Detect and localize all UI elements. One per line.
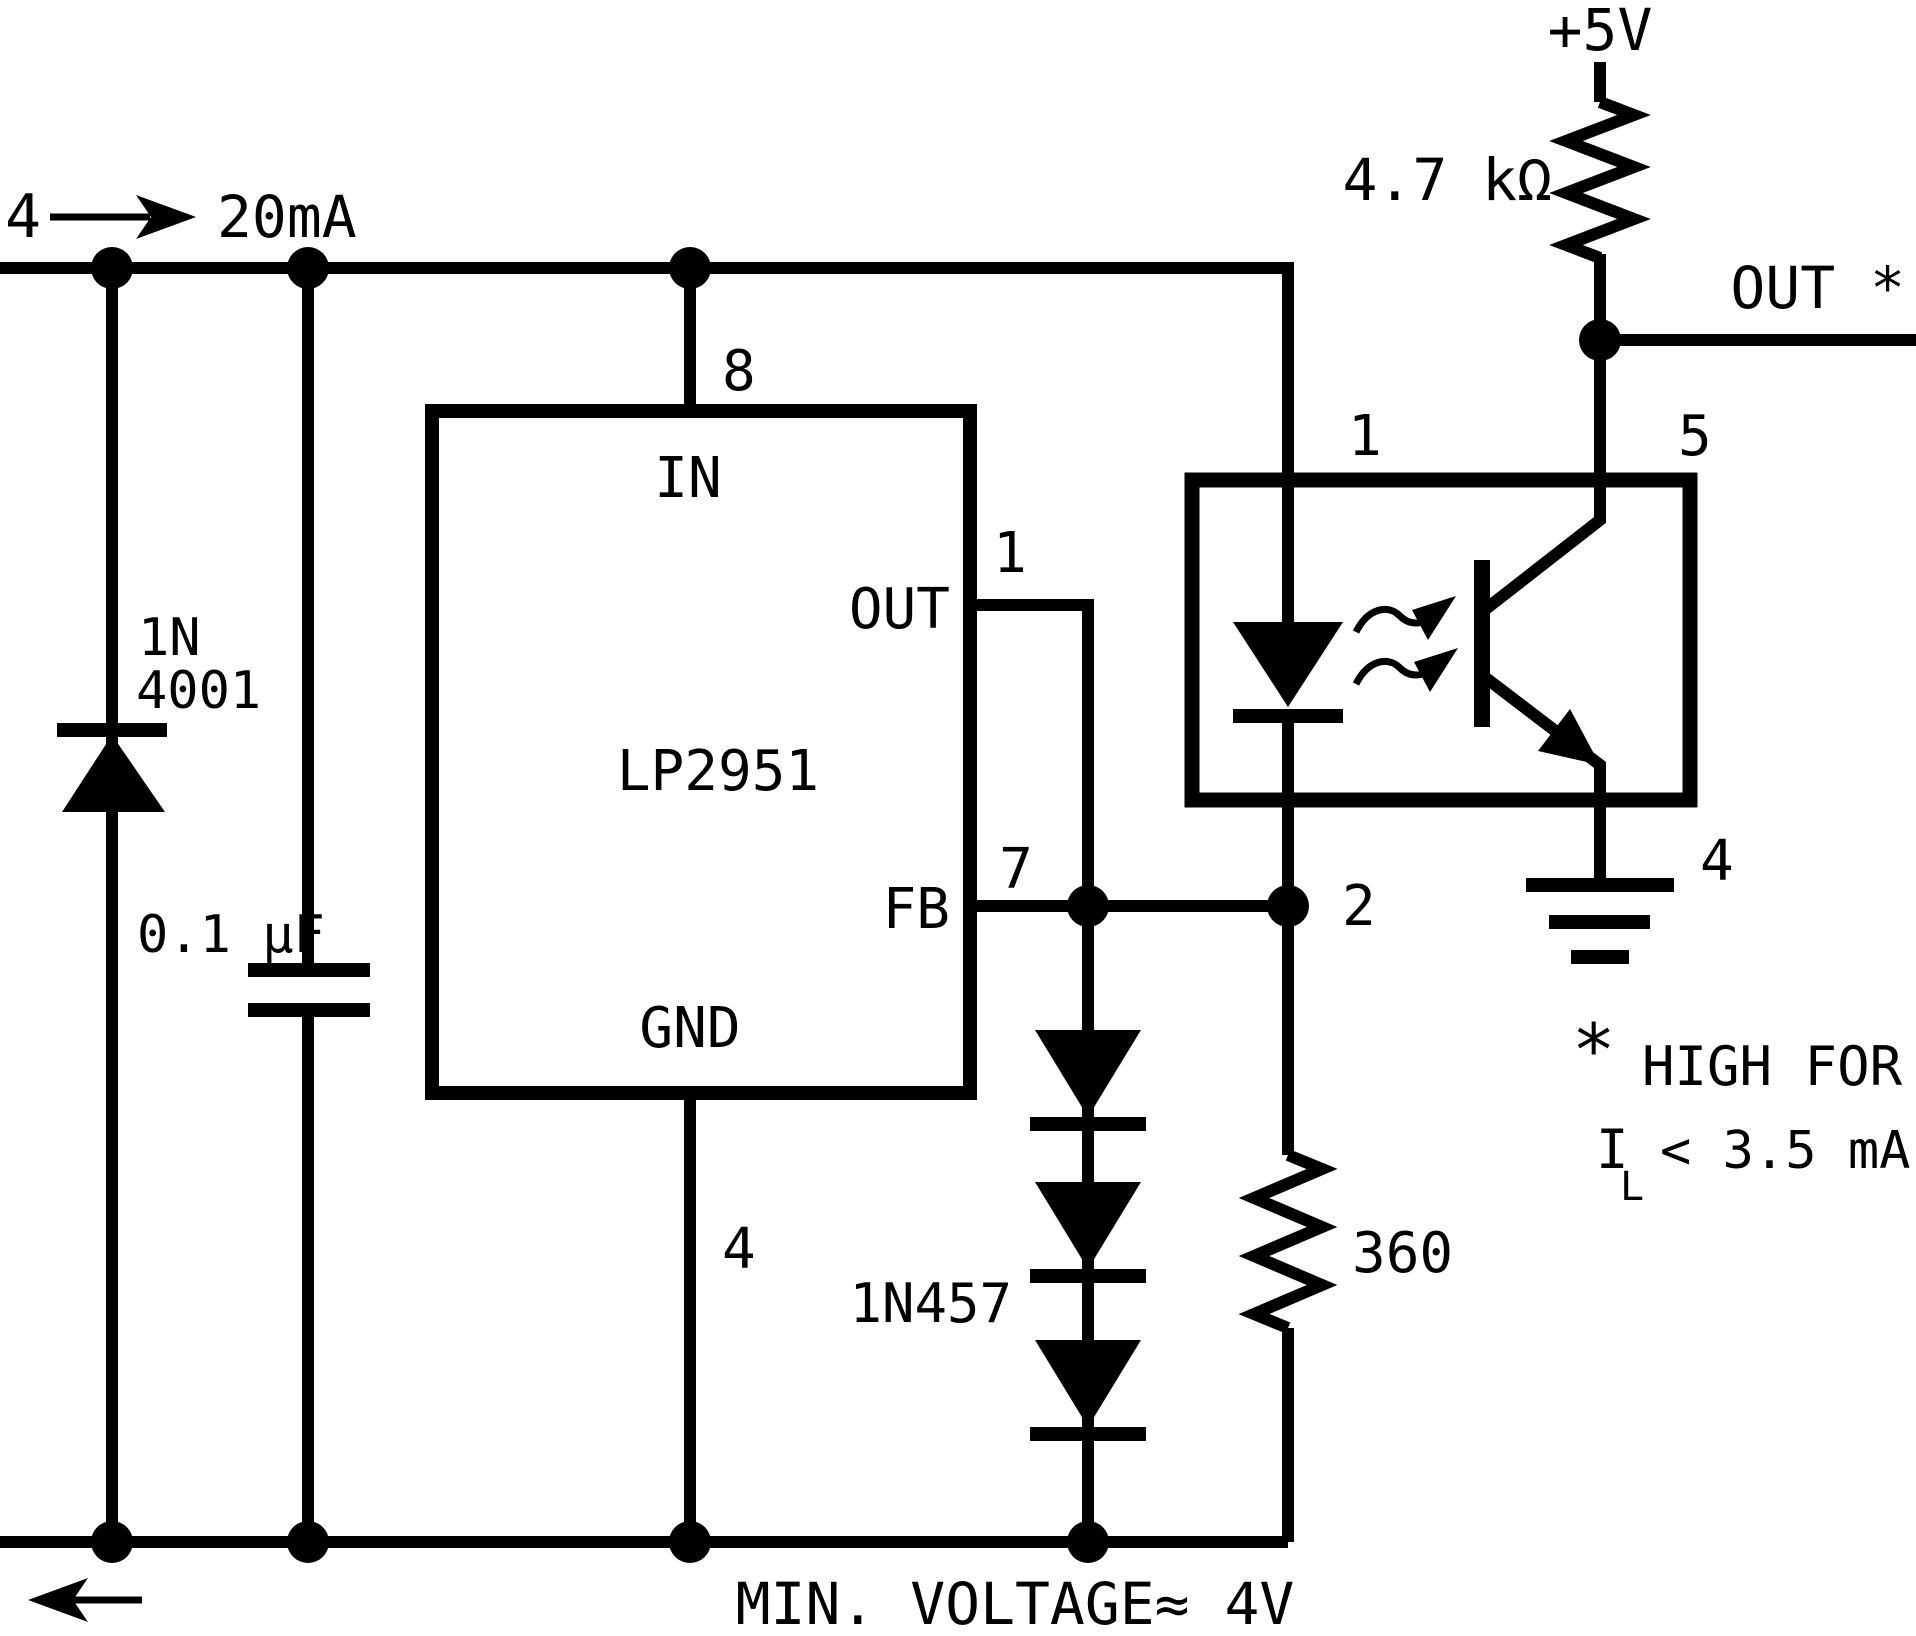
regulator-pin4-number: 4: [722, 1217, 756, 1282]
supply-5v-label: +5V: [1548, 0, 1653, 64]
diode-1n4001-label-line2: 4001: [136, 661, 261, 721]
regulator-pin8-number: 8: [722, 339, 756, 404]
optocoupler-box: [1184, 472, 1698, 808]
diode-triangle-icon: [1035, 1182, 1141, 1269]
resistor-4p7k-value-label: 4.7 kΩ: [1342, 146, 1552, 214]
junction-dot: [287, 1521, 329, 1563]
resistor-zigzag-icon: [1238, 1149, 1338, 1334]
opto-pin4-number: 4: [1700, 829, 1734, 894]
top-rail-wire: [0, 262, 1294, 624]
light-arrowhead-icon: [1412, 596, 1456, 640]
diode-string-label: 1N457: [849, 1272, 1012, 1335]
junction-dot: [1067, 1521, 1109, 1563]
regulator-in-label: IN: [654, 446, 721, 511]
junction-dot: [1579, 319, 1621, 361]
diode-triangle-icon: [1035, 1340, 1141, 1427]
junction-dot: [1267, 885, 1309, 927]
footnote-asterisk: *: [1572, 1008, 1615, 1092]
input-current-label: 20mA: [217, 183, 357, 251]
output-label: OUT *: [1730, 254, 1905, 322]
light-arrowhead-icon: [1414, 648, 1458, 692]
regulator-pin7-number: 7: [999, 837, 1033, 902]
regulator-name-label: LP2951: [617, 739, 819, 804]
capacitor-0p1uf: 0.1 µF: [137, 905, 370, 1017]
regulator-pin1-number: 1: [993, 521, 1027, 586]
return-arrow: [28, 1578, 142, 1622]
diode-triangle-icon: [1035, 1030, 1141, 1117]
junction-dot: [1067, 885, 1109, 927]
input-pin-label: 4: [5, 182, 41, 252]
resistor-zigzag-icon: [1549, 96, 1651, 264]
min-voltage-note: MIN. VOLTAGE≈ 4V: [736, 1570, 1295, 1636]
regulator-fb-label: FB: [883, 877, 950, 942]
junction-dot: [669, 1521, 711, 1563]
junction-dot: [669, 247, 711, 289]
left-arrow-icon: [28, 1578, 88, 1622]
diode-1n4001-label-line1: 1N: [138, 608, 201, 668]
right-arrow-icon: [136, 195, 196, 239]
diode-1n4001: 1N 4001: [57, 608, 261, 812]
opto-pin2-number: 2: [1342, 874, 1376, 939]
junction-dot: [91, 247, 133, 289]
ground-icon: [1526, 878, 1674, 964]
optocoupler: 1 5 2 4: [1184, 404, 1734, 939]
footnote-current-symbol: I: [1596, 1118, 1629, 1181]
opto-pin1-number: 1: [1348, 404, 1382, 469]
regulator-lp2951: 8 IN OUT 1 LP2951 FB 7 GND 4: [425, 339, 1033, 1282]
pullup-output-collector-emitter-wire: [1478, 62, 1916, 885]
resistor-360: 360: [1238, 1149, 1453, 1334]
junction-dots: [91, 247, 1621, 1563]
pullup-4p7k: +5V 4.7 kΩ: [1342, 0, 1653, 264]
footnote-condition: < 3.5 mA: [1660, 1121, 1910, 1181]
diode-triangle-icon: [62, 735, 165, 812]
junction-dot: [91, 1521, 133, 1563]
footnote: * HIGH FOR I L < 3.5 mA: [1572, 1008, 1910, 1210]
emitter-arrowhead-icon: [1538, 709, 1600, 765]
input-annotation: 4 20mA: [5, 182, 357, 252]
junction-dot: [287, 247, 329, 289]
led-triangle-icon: [1233, 622, 1343, 707]
capacitor-value-label: 0.1 µF: [137, 905, 325, 965]
footnote-current-subscript: L: [1620, 1164, 1644, 1210]
resistor-360-value-label: 360: [1352, 1221, 1453, 1286]
regulator-out-pin-wire: [970, 599, 1094, 906]
opto-pin5-number: 5: [1678, 404, 1712, 469]
footnote-text: HIGH FOR: [1642, 1035, 1903, 1098]
regulator-gnd-label: GND: [639, 996, 740, 1061]
light-arrows-icon: [1352, 596, 1458, 692]
regulator-box: [425, 404, 977, 1100]
regulator-out-label: OUT: [849, 577, 950, 642]
diode-string-1n457: 1N457: [849, 1030, 1146, 1441]
